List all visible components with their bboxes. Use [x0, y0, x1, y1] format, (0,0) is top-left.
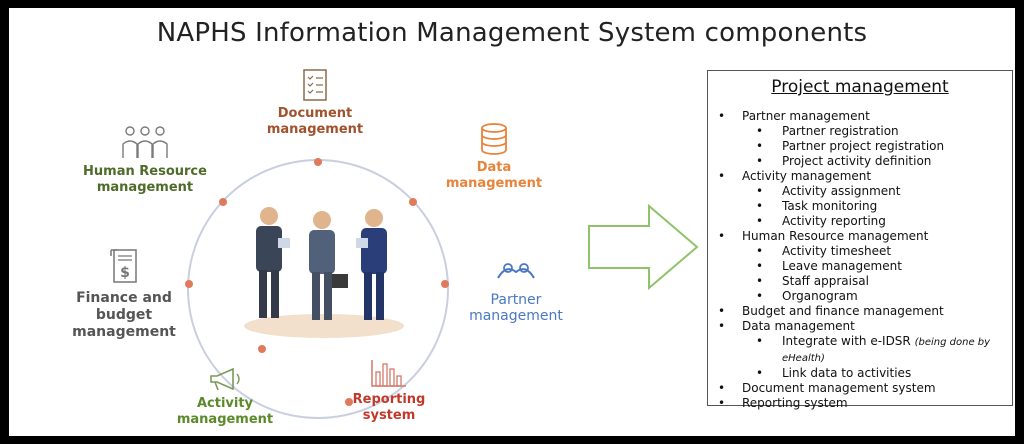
- finance-label-1: Finance and: [76, 290, 172, 306]
- human-resource-component: Human Resource management: [79, 124, 211, 196]
- project-management-list: Partner management Partner registration …: [708, 109, 1012, 411]
- list-item: Document management system: [708, 381, 1012, 396]
- ring-dot: [441, 280, 449, 288]
- partner-label-2: management: [469, 308, 563, 324]
- hr-label-1: Human Resource: [83, 164, 207, 179]
- list-item: Activity management Activity assignment …: [708, 169, 1012, 229]
- sub-list-item: Project activity definition: [742, 154, 1012, 169]
- sub-list-item: Activity timesheet: [742, 244, 1012, 259]
- business-people-illustration: [244, 207, 404, 338]
- activity-label-2: management: [176, 412, 274, 427]
- finance-label-2: budget: [95, 307, 153, 323]
- sub-list-item: Link data to activities: [742, 366, 1012, 381]
- activity-management-component: Activity management: [169, 366, 281, 428]
- sub-list-item-note: (being done by eHealth): [782, 337, 991, 364]
- sub-list-item: Activity reporting: [742, 214, 1012, 229]
- sub-list-item: Activity assignment: [742, 184, 1012, 199]
- document-label-2: management: [266, 122, 364, 137]
- database-icon: [481, 123, 507, 155]
- list-item: Partner management Partner registration …: [708, 109, 1012, 169]
- sub-list: Integrate with e-IDSR (being done by eHe…: [742, 334, 1012, 381]
- finance-label-3: management: [72, 324, 176, 340]
- partner-label-1: Partner: [490, 292, 542, 308]
- list-item-label: Activity management: [742, 169, 872, 183]
- sub-list-item: Leave management: [742, 259, 1012, 274]
- reporting-label-1: Reporting: [352, 392, 426, 407]
- sub-list-item: Partner project registration: [742, 139, 1012, 154]
- page-title: NAPHS Information Management System comp…: [156, 18, 868, 48]
- sub-list: Activity timesheet Leave management Staf…: [742, 244, 1012, 304]
- reporting-label-2: system: [362, 408, 416, 423]
- ring-dot: [345, 398, 353, 406]
- ring-dot: [314, 158, 322, 166]
- sub-list-item-label: Integrate with e-IDSR: [782, 334, 911, 348]
- list-item: Human Resource management Activity times…: [708, 229, 1012, 304]
- partner-management-component: Partner management: [461, 260, 571, 324]
- sub-list-item: Organogram: [742, 289, 1012, 304]
- project-management-title: Project management: [771, 77, 949, 97]
- right-arrow-icon: [588, 204, 699, 290]
- list-item: Budget and finance management: [708, 304, 1012, 319]
- bar-chart-icon: [371, 360, 406, 387]
- sub-list-item: Partner registration: [742, 124, 1012, 139]
- svg-text:$: $: [120, 265, 130, 281]
- ring-dot: [258, 345, 266, 353]
- list-item-label: Budget and finance management: [742, 304, 944, 318]
- data-management-component: Data management: [439, 122, 549, 192]
- megaphone-icon: [210, 367, 240, 391]
- sub-list: Activity assignment Task monitoring Acti…: [742, 184, 1012, 229]
- finance-budget-component: $ Finance and budget management: [59, 246, 189, 341]
- data-label-2: management: [445, 176, 543, 191]
- ring-dot: [219, 198, 227, 206]
- reporting-system-component: Reporting system: [339, 358, 439, 424]
- list-item-label: Data management: [742, 319, 855, 333]
- list-item: Data management Integrate with e-IDSR (b…: [708, 319, 1012, 381]
- sub-list-item: Staff appraisal: [742, 274, 1012, 289]
- list-item-label: Human Resource management: [742, 229, 929, 243]
- list-item-label: Reporting system: [742, 396, 848, 410]
- handshake-icon: [497, 263, 535, 279]
- document-label-1: Document: [277, 106, 353, 121]
- data-label-1: Data: [476, 160, 512, 175]
- checklist-icon: [303, 69, 327, 101]
- ring-dot: [409, 198, 417, 206]
- sub-list-item: Task monitoring: [742, 199, 1012, 214]
- sub-list: Partner registration Partner project reg…: [742, 124, 1012, 169]
- document-management-component: Document management: [265, 68, 365, 138]
- list-item: Reporting system: [708, 396, 1012, 411]
- people-icon: [122, 126, 168, 158]
- invoice-icon: $: [110, 249, 137, 283]
- diagram-canvas: NAPHS Information Management System comp…: [9, 8, 1015, 436]
- list-item-label: Document management system: [742, 381, 936, 395]
- list-item-label: Partner management: [742, 109, 870, 123]
- project-management-panel: Project management Partner management Pa…: [707, 70, 1013, 411]
- sub-list-item: Integrate with e-IDSR (being done by eHe…: [742, 334, 1012, 366]
- activity-label-1: Activity: [196, 396, 254, 411]
- ring-dot: [185, 280, 193, 288]
- hr-label-2: management: [96, 180, 194, 195]
